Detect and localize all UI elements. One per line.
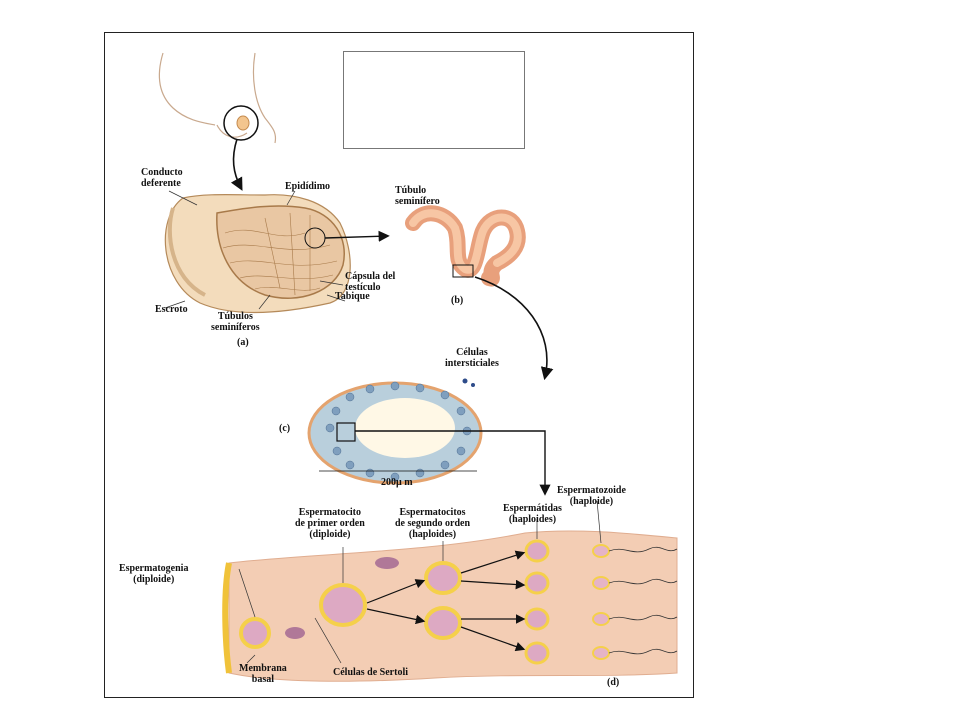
spermatogenesis-strip — [222, 530, 678, 682]
seminiferous-tubule-drawing — [405, 205, 554, 381]
figure-frame: Conducto deferente Epidídimo Túbulo semi… — [104, 32, 694, 698]
leader-lines — [164, 190, 602, 664]
label-tubulo-seminifero: Túbulo seminífero — [395, 185, 440, 207]
label-epididimo: Epidídimo — [285, 181, 331, 192]
magnifier-circle — [223, 105, 259, 141]
label-espermatozoide: Espermatozoide (haploide) — [557, 485, 626, 507]
label-line: Membrana — [239, 663, 287, 674]
label-line: seminíferos — [211, 322, 260, 333]
label-line: Espermatozoide — [557, 485, 626, 496]
panel-label-d: (d) — [607, 677, 620, 688]
label-line: Túbulos — [217, 311, 253, 322]
label-capsula-testiculo: Cápsula del testículo — [345, 271, 395, 293]
label-line: de primer orden — [295, 518, 365, 529]
label-line: Espermatocito — [298, 507, 362, 518]
label-line: (haploides) — [508, 514, 557, 525]
label-escroto: Escroto — [155, 304, 188, 315]
label-line: Espermátidas — [503, 503, 562, 514]
label-line: basal — [251, 674, 274, 685]
anatomy-diagram — [158, 52, 678, 682]
panel-label-b: (b) — [451, 295, 464, 306]
label-line: (diploide) — [309, 529, 351, 540]
panel-label-c: (c) — [279, 423, 291, 434]
label-membrana-basal: Membrana basal — [239, 663, 287, 685]
scale-bar-label: 200µ m — [381, 477, 413, 488]
label-tabique: Tabique — [335, 291, 370, 302]
label-line: intersticiales — [445, 358, 499, 369]
label-celulas-sertoli: Células de Sertoli — [333, 667, 408, 678]
label-line: (diploide) — [133, 574, 175, 585]
arrow-to-a — [230, 138, 243, 191]
label-line: testículo — [345, 282, 381, 293]
label-espermatocitos-segundo-orden: Espermatocitos de segundo orden (haploid… — [395, 507, 470, 540]
label-espermatidas: Espermátidas (haploides) — [503, 503, 562, 525]
label-line: Células — [456, 347, 488, 358]
label-line: Conducto — [141, 167, 183, 178]
blank-placeholder-box — [343, 51, 525, 149]
label-line: Espermatocitos — [399, 507, 466, 518]
label-line: Espermatogenia — [119, 563, 189, 574]
label-conducto-deferente: Conducto deferente — [141, 167, 183, 189]
label-espermatogenia: Espermatogenia (diploide) — [119, 563, 188, 585]
label-line: de segundo orden — [395, 518, 471, 529]
tubule-cross-section — [307, 378, 551, 496]
label-line: Cápsula del — [345, 271, 396, 282]
label-line: (haploides) — [408, 529, 457, 540]
label-celulas-intersticiales: Células intersticiales — [445, 347, 499, 369]
body-outline-drawing — [158, 52, 277, 144]
label-line: Túbulo — [395, 185, 427, 196]
label-line: (haploide) — [569, 496, 614, 507]
testis-cross-section — [164, 194, 390, 314]
testis-small-drawing — [236, 115, 250, 131]
label-tubulos-seminiferos: Túbulos seminíferos — [211, 311, 260, 333]
panel-label-a: (a) — [237, 337, 249, 348]
label-espermatocito-primer-orden: Espermatocito de primer orden (diploide) — [295, 507, 365, 540]
label-line: seminífero — [395, 196, 440, 207]
label-line: deferente — [141, 178, 181, 189]
